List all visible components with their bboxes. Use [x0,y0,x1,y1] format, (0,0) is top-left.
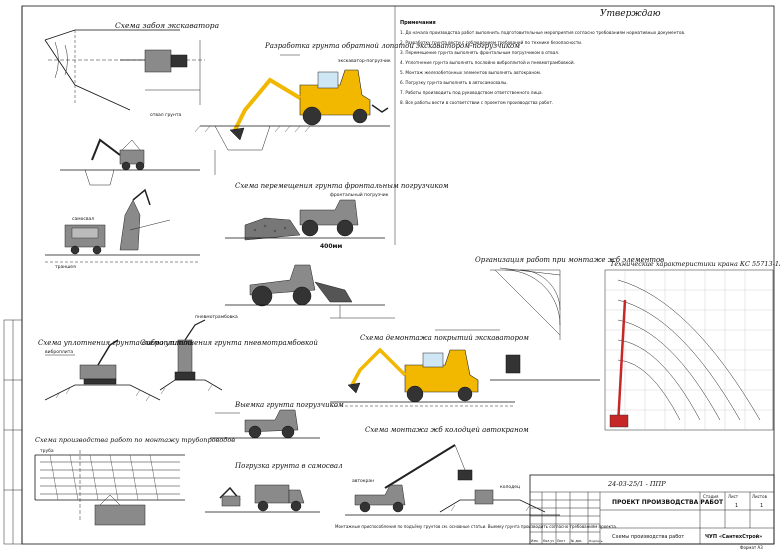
label-front-loader: фронтальный погрузчик [330,191,389,198]
scheme-title-pipelines: Схема производства работ по монтажу труб… [35,436,235,444]
excavator-plan-scheme [44,29,205,111]
note-item: 4. Уплотнение грунта выполнять послойно … [400,60,575,65]
tb-row-label: № док. [571,539,582,543]
sheet-value: 1 [735,503,738,509]
vibroplate-drawing [44,339,161,402]
sheet-frame [21,5,775,545]
note-item: 6. Погрузку грунта выполнять в автосамос… [400,80,508,85]
tb-row-label: Лист [557,539,565,543]
label-pipe: труба [40,448,54,454]
dimension-400: 400мм [320,243,342,250]
stage-header: Стадия [703,494,719,499]
format-label: Формат А3 [740,545,763,550]
note-item: 7. Работы производить под руководством о… [400,90,543,95]
scheme-title-organization: Организация работ при монтаже жб элемент… [475,256,664,264]
scheme-title-excavation-loader: Выемка грунта погрузчиком [234,401,344,409]
label-pneumorammer: пневмотрамбовка [195,314,238,320]
crane-spec-chart [604,269,774,431]
scheme-title-pneumo: Схема уплотнения грунта пневмотрамбовкой [140,339,318,347]
label-soil-pile: отвал грунта [150,113,182,118]
pneumorammer-drawing [159,319,223,395]
scheme-title-loading: Погрузка грунта в самосвал [234,462,343,470]
label-well: колодец [500,485,520,490]
dismantle-excavator-drawing [330,329,515,407]
front-loader-drawing [225,199,385,241]
sheet-name: Схемы производства работ [612,534,684,540]
tb-row-label: Подпись [589,539,603,543]
scheme-title-development: Разработка грунта обратной лопатой экска… [264,42,520,50]
approval-stamp: Утверждаю [600,9,661,19]
loader-excavation-drawing [210,409,320,439]
label-dump-truck: самосвал [72,217,94,222]
note-item: 5. Монтаж железобетонных элементов выпол… [400,70,541,75]
scheme-title-excavator-plan: Схема забоя экскаватора [115,21,219,30]
dump-truck-section [45,188,200,263]
label-trench: траншея [55,265,76,270]
crane-specs-title: Технические характеристики крана КС 5571… [610,260,780,268]
tb-row-label: Изм. [531,539,539,543]
scheme-title-move-soil: Схема перемещения грунта фронтальным пог… [235,182,449,190]
front-loader-bucket-drawing [225,264,395,319]
note-item: 2. Разработку грунта вести с соблюдением… [400,40,582,45]
note-item: 8. Все работы вести в соответствии с про… [400,100,553,105]
backhoe-loader-drawing [194,54,390,175]
label-excavator-loader: экскаватор-погрузчик [338,59,391,64]
loading-truck-drawing [205,484,320,513]
title-block [529,474,775,545]
scheme-title-vibro: Схема уплотнения грунта виброплитой [38,339,193,347]
well-crane-drawing [345,444,560,516]
notes-heading: Примечания [400,20,436,26]
footnote: Монтажные приспособления по подъёму грун… [335,524,617,529]
trench-excavator-drawing [60,138,200,186]
sheets-value: 1 [760,503,763,509]
label-crane: автокран [352,479,374,484]
tb-row-label: Кол.уч [543,539,554,543]
scheme-title-dismantle: Схема демонтажа покрытий экскаватором [360,334,529,342]
pipeline-scheme [34,450,185,526]
note-item: 1. До начала производства работ выполнит… [400,30,685,35]
project-code: 24-03-25/1 - ППР [607,480,666,488]
sheet-header: Лист [728,494,739,499]
organization-fan-drawing [490,267,600,381]
note-item: 3. Перемещение грунта выполнять фронталь… [400,50,559,55]
project-title: ПРОЕКТ ПРОИЗВОДСТВА РАБОТ [612,499,724,506]
label-vibroplate: виброплита [45,349,73,355]
scheme-title-wells: Схема монтажа жб колодцей автокраном [365,426,529,434]
sheets-header: Листов [752,494,768,499]
company-name: ЧУП «СантехСтрой» [705,533,762,540]
